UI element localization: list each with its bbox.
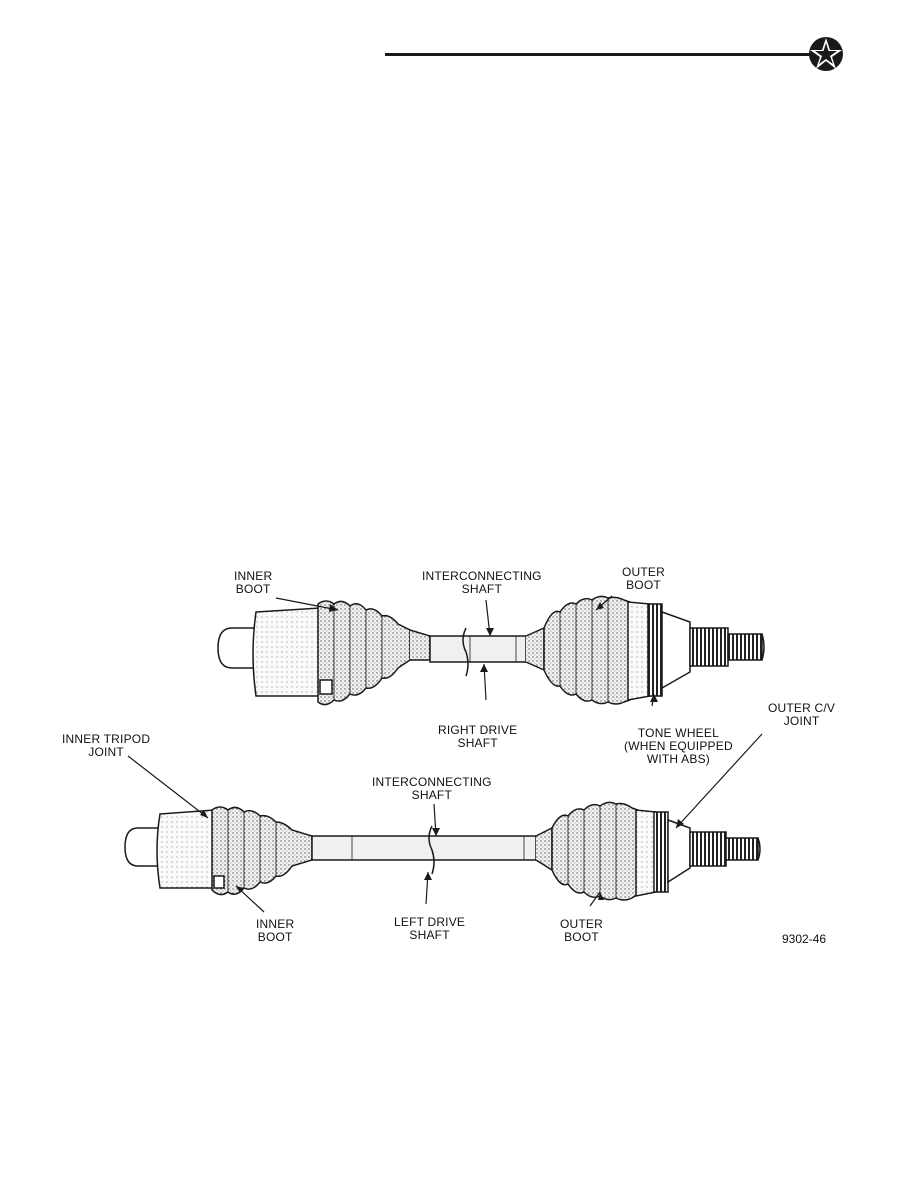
label-outer-cv-joint: OUTER C/V JOINT [768,701,836,728]
label-top-outer-boot: OUTER BOOT [622,565,665,592]
leader-arrowheads [200,602,684,900]
label-tone-wheel: TONE WHEEL (WHEN EQUIPPED WITH ABS) [624,726,733,766]
header-rule [385,53,810,56]
label-top-interconnecting-shaft: INTERCONNECTING SHAFT [422,569,542,596]
label-bottom-outer-boot: OUTER BOOT [560,917,603,944]
pentastar-logo-icon [809,37,843,71]
label-bottom-interconnecting-shaft: INTERCONNECTING SHAFT [372,775,492,802]
right-drive-shaft-assembly [217,595,765,706]
left-drive-shaft-assembly [124,801,761,901]
label-right-drive-shaft: RIGHT DRIVE SHAFT [438,723,518,750]
figure-number: 9302-46 [782,932,827,946]
label-top-inner-boot: INNER BOOT [234,569,273,596]
label-bottom-inner-boot: INNER BOOT [256,917,295,944]
label-inner-tripod-joint: INNER TRIPOD JOINT [62,732,151,759]
label-left-drive-shaft: LEFT DRIVE SHAFT [394,915,466,942]
